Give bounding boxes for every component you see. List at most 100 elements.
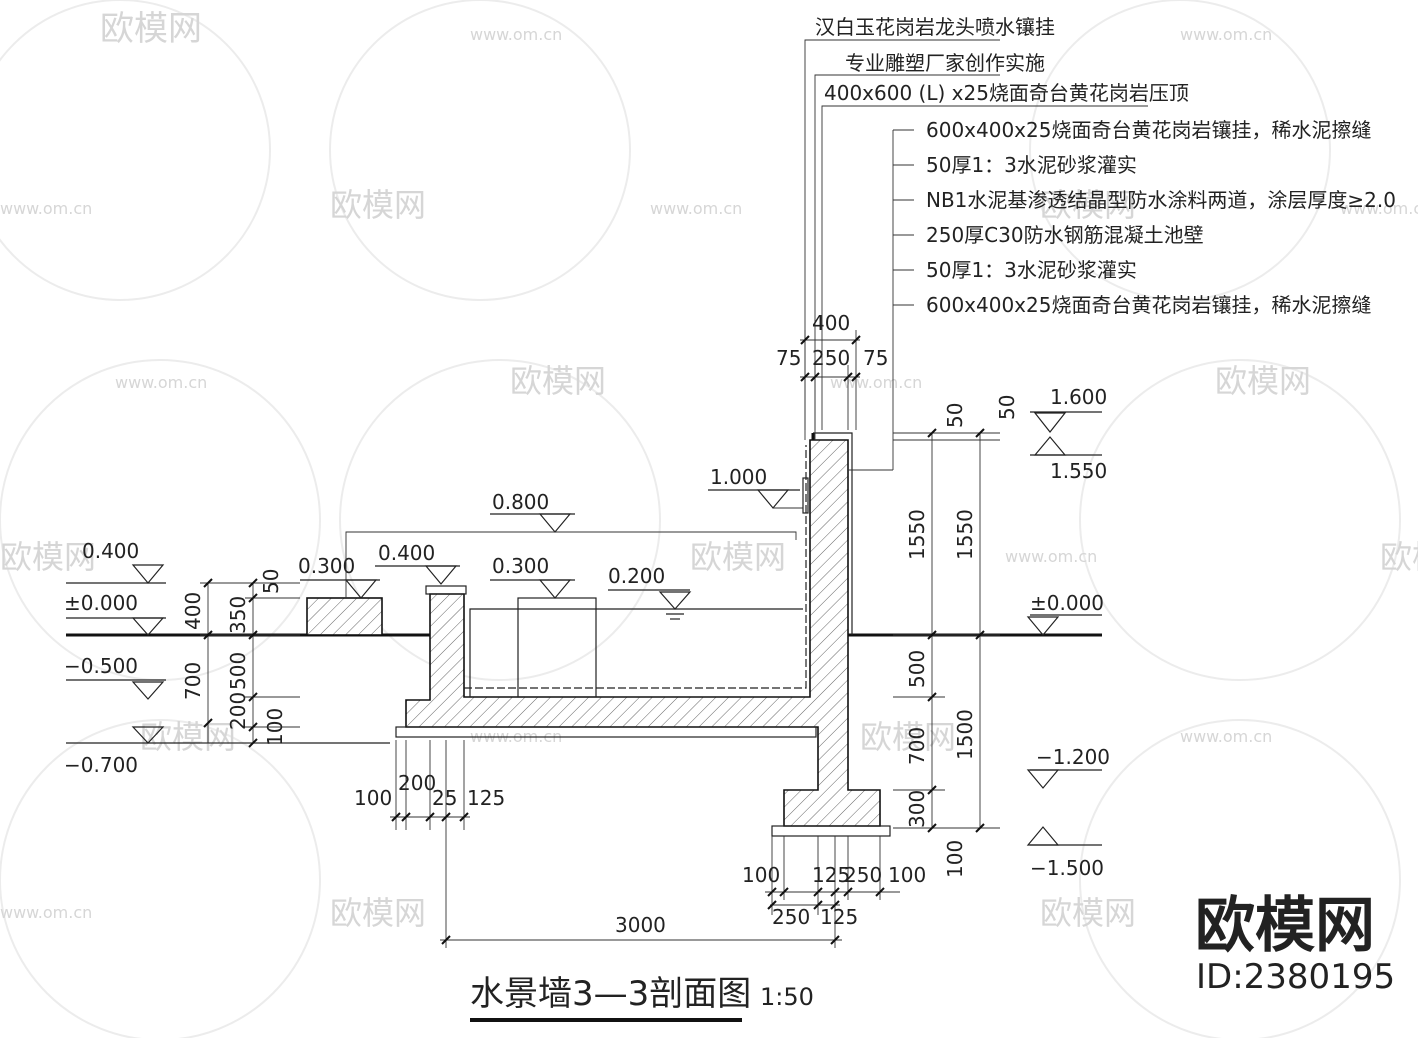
- dim-top-75a: 75: [776, 346, 801, 370]
- watermark-url: www.om.cn: [650, 199, 742, 218]
- brand-id: ID:2380195: [1196, 957, 1395, 997]
- pool-concrete-section: [405, 439, 881, 827]
- dim-left-200: 200: [226, 692, 250, 730]
- spout-head: [802, 477, 809, 514]
- elevation-water-0200: 0.200: [608, 564, 692, 620]
- raised-planter-box: [306, 597, 383, 636]
- watermark-logo: 欧模网: [330, 186, 426, 224]
- dim-bot-200: 200: [398, 771, 436, 795]
- elevation-right-1550: 1.550: [1030, 436, 1107, 483]
- watermark-logo: 欧模网: [1380, 538, 1418, 576]
- dim-right-700: 700: [905, 727, 929, 765]
- callout-texts: 汉白玉花岗岩龙头喷水镶挂 专业雕塑厂家创作实施 400x600 (L) x25烧…: [815, 15, 1396, 317]
- watermark-url: www.om.cn: [1340, 199, 1418, 218]
- dim-bot-100: 100: [354, 786, 392, 810]
- svg-text:0.400: 0.400: [82, 539, 139, 563]
- dim-right-1550b: 1550: [953, 509, 977, 560]
- callout-coping: 400x600 (L) x25烧面奇台黄花岗岩压顶: [824, 81, 1189, 105]
- footing-blinding: [771, 825, 891, 837]
- callout-cladding-1: 600x400x25烧面奇台黄花岗岩镶挂，稀水泥擦缝: [926, 118, 1371, 142]
- watermark-url: www.om.cn: [1180, 25, 1272, 44]
- dim-top-250: 250: [812, 346, 850, 370]
- watermark-url: www.om.cn: [830, 373, 922, 392]
- svg-text:±0.000: ±0.000: [64, 591, 138, 615]
- elevation-right-1600: 1.600: [1030, 385, 1107, 433]
- drawing-title: 水景墙3—3剖面图 1:50: [470, 974, 814, 1022]
- dim-left-400: 400: [181, 592, 205, 630]
- svg-text:−0.700: −0.700: [64, 753, 138, 777]
- callout-sculpture: 专业雕塑厂家创作实施: [845, 51, 1045, 75]
- svg-text:±0.000: ±0.000: [1030, 591, 1104, 615]
- watermark-logo: 欧模网: [510, 362, 606, 400]
- elevation-right-m1500: −1.500: [1026, 826, 1104, 880]
- elevation-right-000: ±0.000: [1026, 591, 1104, 636]
- callout-concrete-wall: 250厚C30防水钢筋混凝土池壁: [926, 223, 1204, 247]
- watermark-logo: 欧模网: [330, 894, 426, 932]
- watermark-logo: 欧模网: [1040, 894, 1136, 932]
- title-main: 水景墙3—3剖面图: [470, 974, 751, 1014]
- watermark-url: www.om.cn: [470, 25, 562, 44]
- dim-foot-100b: 100: [888, 863, 926, 887]
- callout-mortar-1: 50厚1：3水泥砂浆灌实: [926, 153, 1137, 177]
- elevation-left-0400: 0.400: [66, 539, 166, 584]
- elevation-markers: 0.400 ±0.000 −0.500 −0.700 0.300 0.400 0…: [64, 385, 1110, 880]
- callout-waterproof: NB1水泥基渗透结晶型防水涂料两道，涂层厚度≥2.0: [926, 188, 1396, 212]
- dim-foot-250b: 250: [772, 905, 810, 929]
- dim-right-50a: 50: [943, 403, 967, 428]
- svg-text:0.800: 0.800: [492, 490, 549, 514]
- elevation-inner-0300: 0.300: [490, 554, 575, 599]
- waterproof-layer: [464, 445, 807, 689]
- watermark-logo: 欧模网: [1215, 362, 1311, 400]
- watermark-logo: 欧模网: [690, 538, 786, 576]
- dim-foot-125b: 125: [820, 905, 858, 929]
- watermark-logo: 欧模网: [1040, 186, 1136, 224]
- wall-cap-left: [425, 585, 467, 595]
- dim-bot-25: 25: [432, 786, 457, 810]
- svg-text:0.400: 0.400: [378, 541, 435, 565]
- watermark-logo: 欧模网: [0, 538, 96, 576]
- svg-text:0.200: 0.200: [608, 564, 665, 588]
- dim-right-500: 500: [905, 650, 929, 688]
- brand-logo: 欧模网: [1195, 891, 1375, 961]
- dim-right-50b: 50: [995, 395, 1019, 420]
- dim-right-1550a: 1550: [905, 509, 929, 560]
- svg-text:0.300: 0.300: [492, 554, 549, 578]
- watermark-url: www.om.cn: [1180, 727, 1272, 746]
- dim-top-75b: 75: [863, 346, 888, 370]
- elevation-top-0800: 0.800: [490, 490, 575, 533]
- svg-text:0.300: 0.300: [298, 554, 355, 578]
- dim-total-3000: 3000: [615, 913, 666, 937]
- dim-left-350: 350: [226, 596, 250, 634]
- brand-corner: 欧模网 ID:2380195: [1195, 891, 1395, 997]
- dim-foot-125a: 125: [812, 863, 850, 887]
- svg-text:1.600: 1.600: [1050, 385, 1107, 409]
- callout-cladding-2: 600x400x25烧面奇台黄花岗岩镶挂，稀水泥擦缝: [926, 293, 1371, 317]
- watermark-url: www.om.cn: [0, 903, 92, 922]
- elevation-left-000: ±0.000: [64, 591, 166, 636]
- svg-text:−0.500: −0.500: [64, 654, 138, 678]
- elevation-spout-1000: 1.000: [708, 465, 803, 509]
- svg-text:−1.500: −1.500: [1030, 856, 1104, 880]
- dim-right-100: 100: [943, 840, 967, 878]
- svg-text:−1.200: −1.200: [1036, 745, 1110, 769]
- dim-left-500: 500: [226, 652, 250, 690]
- svg-text:1.000: 1.000: [710, 465, 767, 489]
- dim-bot-125: 125: [467, 786, 505, 810]
- dim-top-400: 400: [812, 311, 850, 335]
- elevation-left-m0700: −0.700: [64, 726, 165, 777]
- water-surface-line: [469, 608, 803, 697]
- watermark-url: www.om.cn: [1005, 547, 1097, 566]
- elevation-0800-leader: [345, 531, 797, 598]
- dim-left-50: 50: [259, 569, 283, 594]
- callout-spout: 汉白玉花岗岩龙头喷水镶挂: [815, 15, 1055, 39]
- watermark-logo: 欧模网: [860, 718, 956, 756]
- watermark-logo: 欧模网: [100, 9, 202, 49]
- elevation-box-0300: 0.300: [298, 554, 380, 599]
- watermark-url: www.om.cn: [0, 199, 92, 218]
- dim-foot-100a: 100: [742, 863, 780, 887]
- dim-right-300: 300: [905, 790, 929, 828]
- callout-mortar-2: 50厚1：3水泥砂浆灌实: [926, 258, 1137, 282]
- dimension-lines: 400 75 250 75 400 350 50 700 500 200 100…: [181, 311, 1019, 948]
